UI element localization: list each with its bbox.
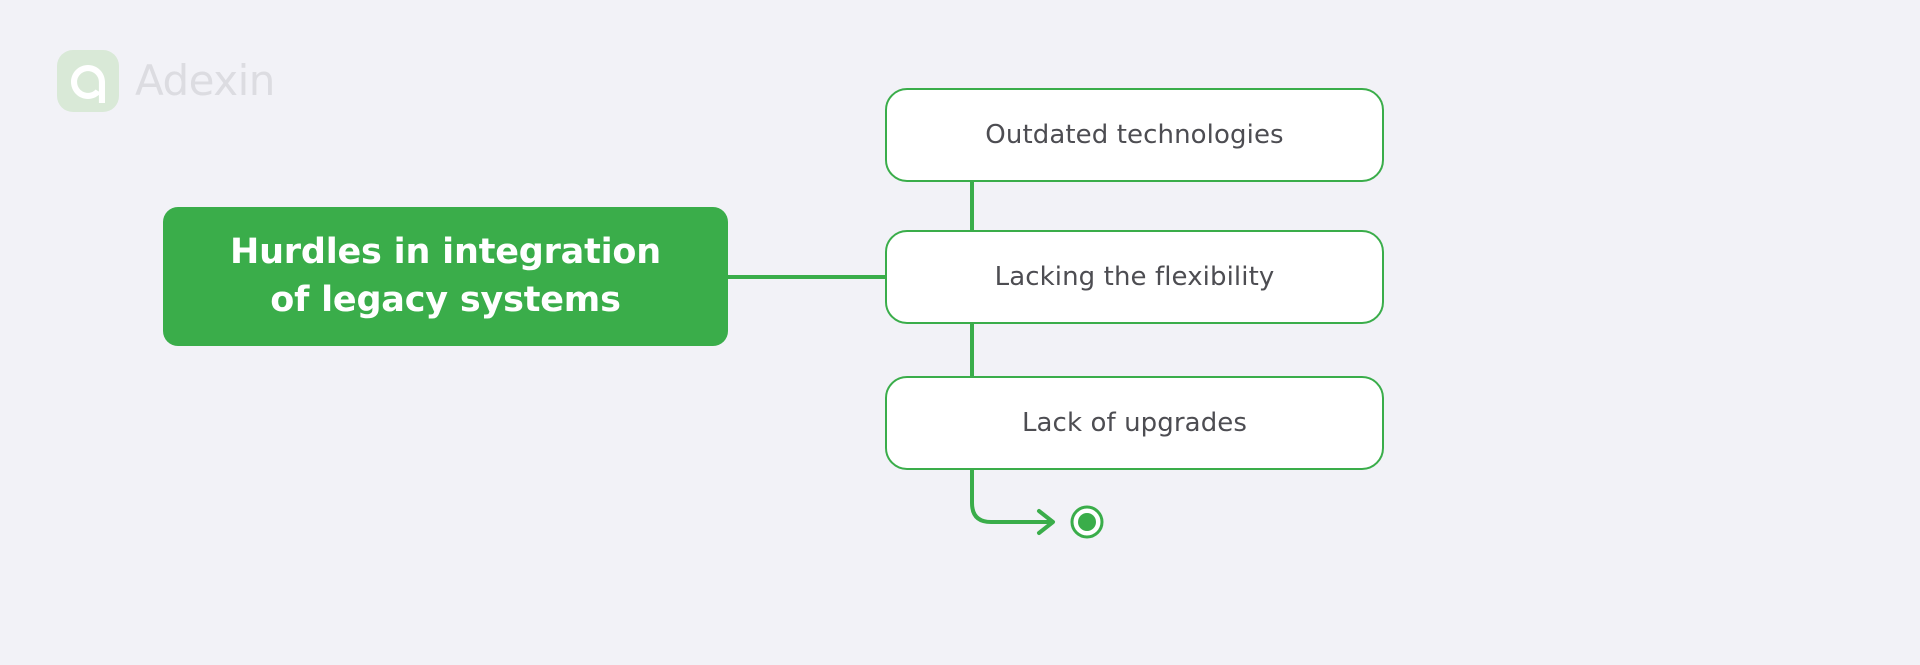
brand-wordmark: Adexin — [135, 56, 275, 105]
root-node[interactable]: Hurdles in integration of legacy systems — [163, 207, 728, 346]
branch-node-lacking-the-flexibility[interactable]: Lacking the flexibility — [885, 230, 1384, 324]
branch-node-outdated-technologies[interactable]: Outdated technologies — [885, 88, 1384, 182]
brand-logo: Adexin — [57, 50, 275, 112]
branch-node-label: Lacking the flexibility — [994, 262, 1275, 292]
node-marker-2 — [1070, 505, 1104, 539]
branch-node-label: Outdated technologies — [985, 120, 1284, 150]
branch-node-label: Lack of upgrades — [1021, 408, 1248, 438]
root-node-label: Hurdles in integration of legacy systems — [230, 231, 661, 320]
arrowhead-down — [1037, 509, 1055, 535]
branch-node-lack-of-upgrades[interactable]: Lack of upgrades — [885, 376, 1384, 470]
adexin-logo-icon — [57, 50, 119, 112]
